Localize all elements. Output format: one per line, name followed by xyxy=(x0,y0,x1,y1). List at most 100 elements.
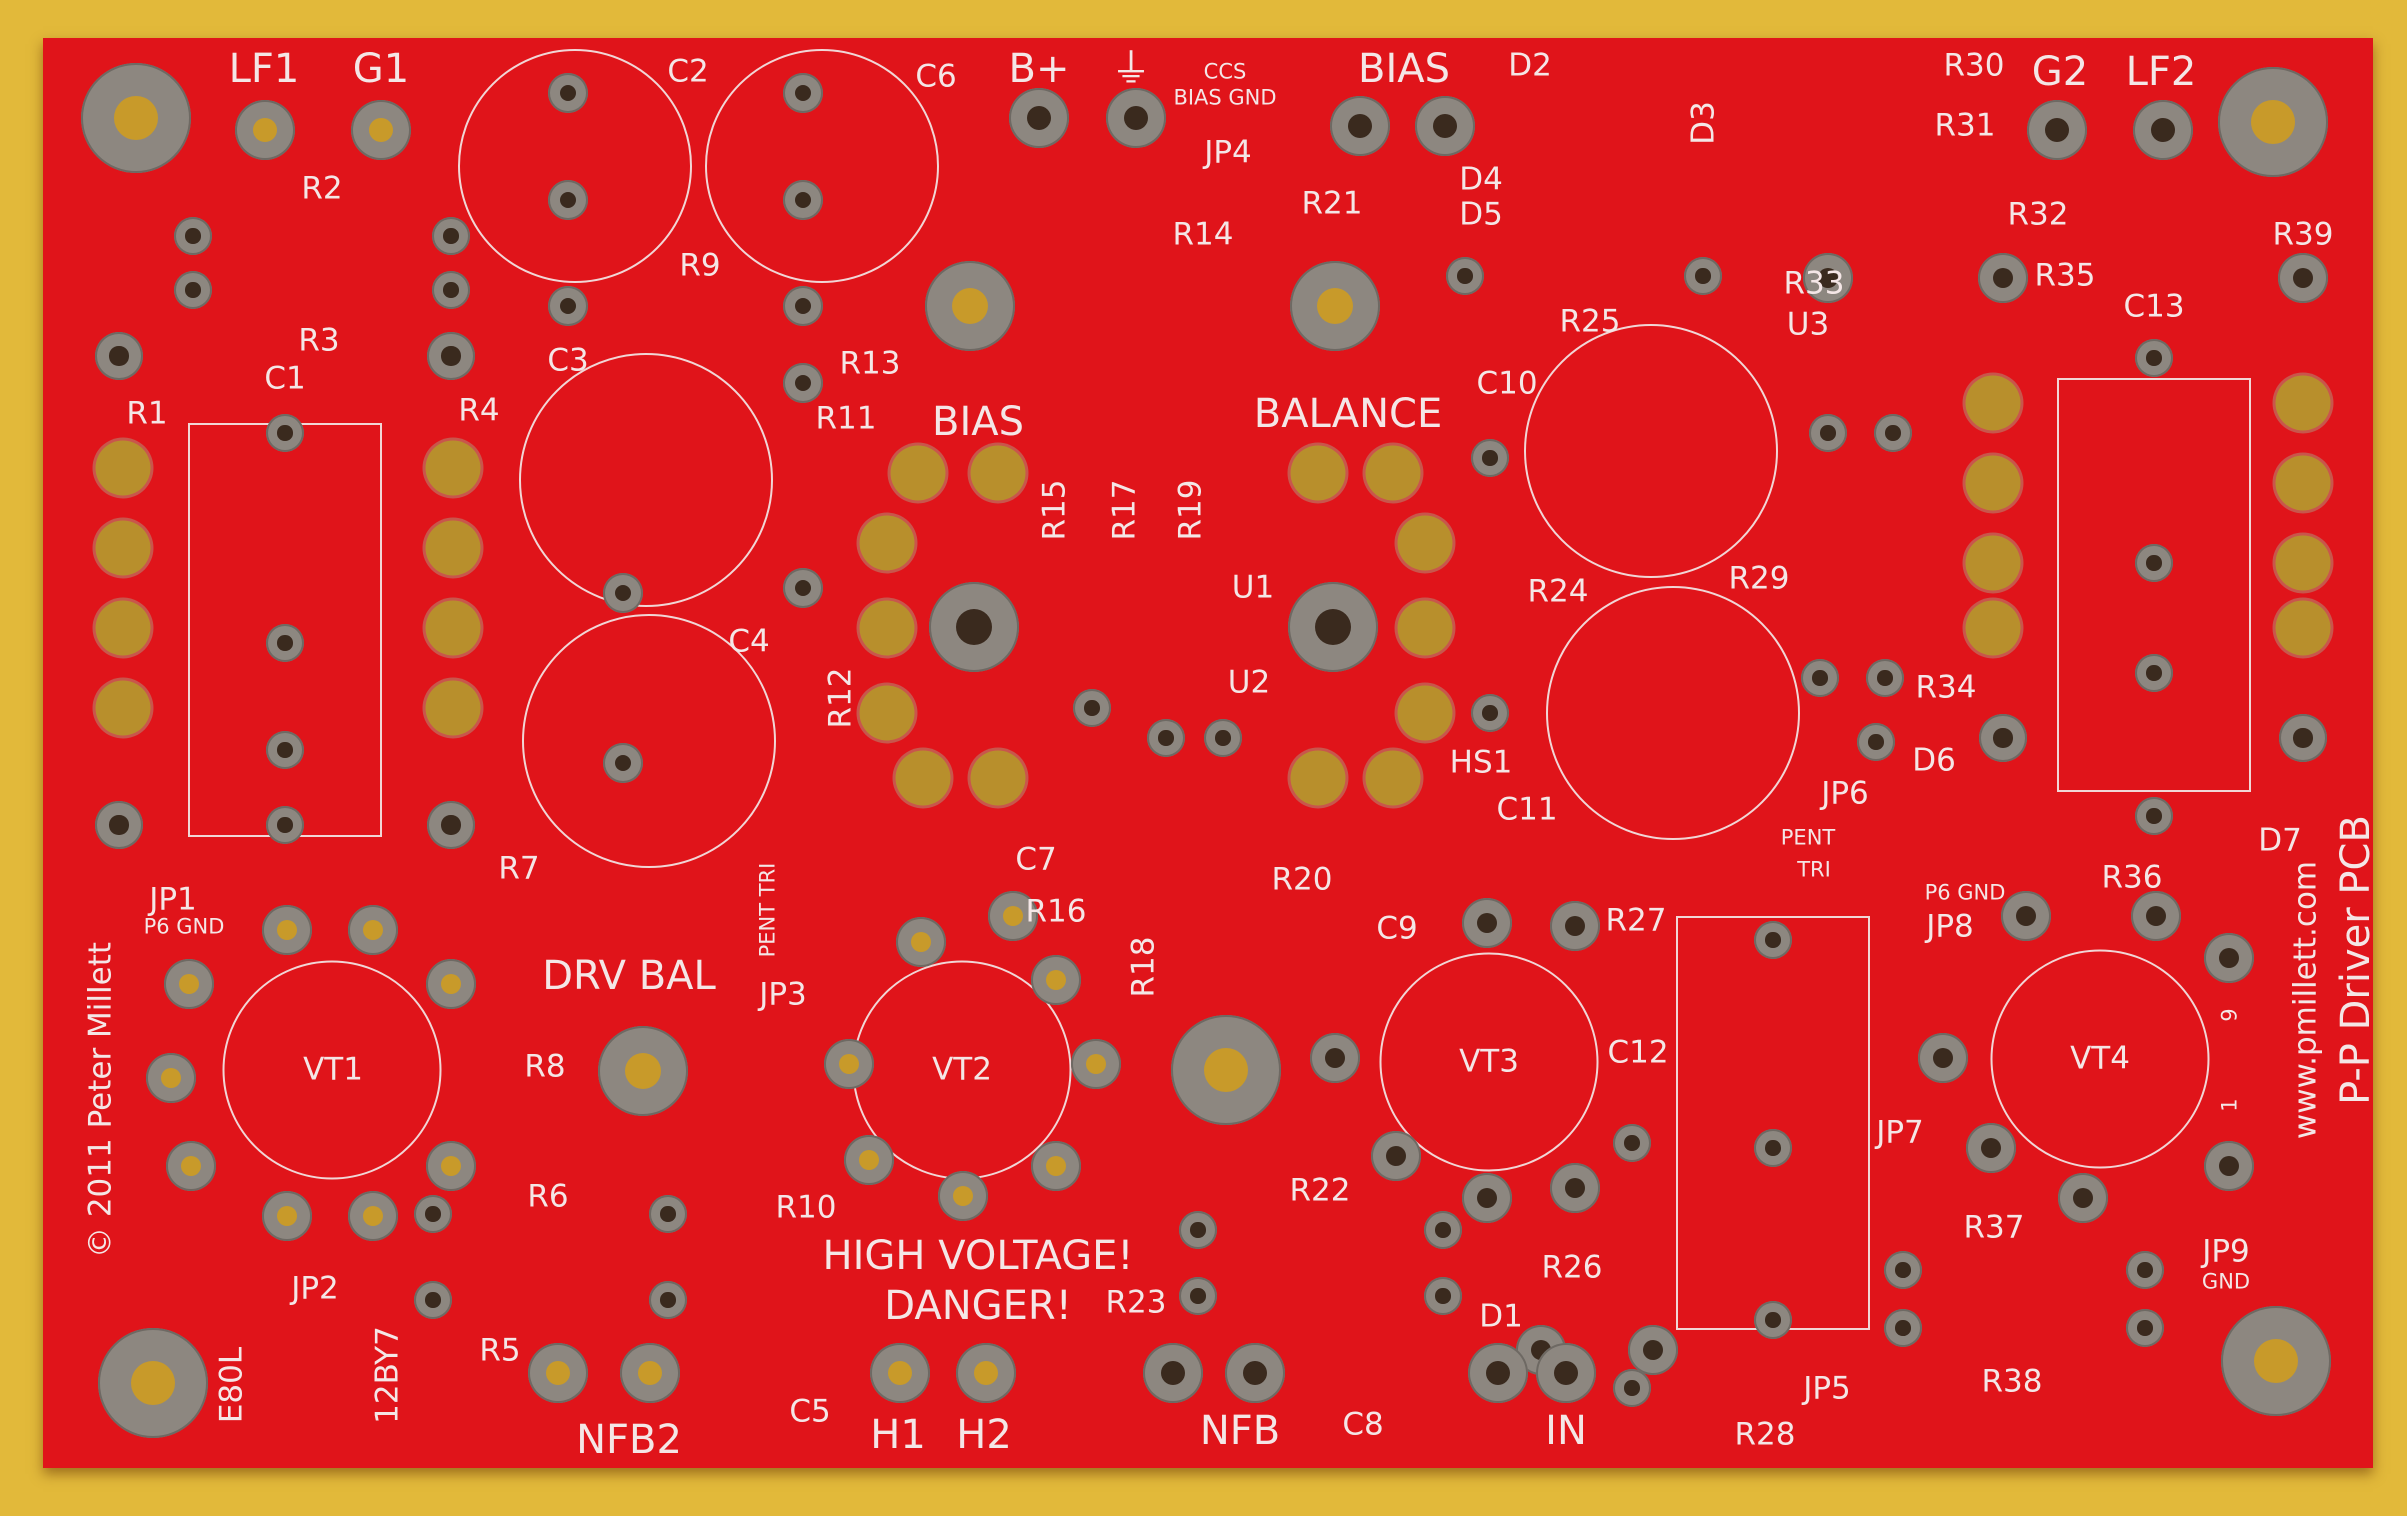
resistor-slot-r35 xyxy=(1965,535,2021,591)
part-label-c8: C8 xyxy=(1342,1406,1384,1443)
part-label-r6: R6 xyxy=(527,1178,569,1215)
heatsink-slot xyxy=(970,445,1026,501)
connector-label-g2: G2 xyxy=(2031,49,2089,95)
resistor-slot-r39 xyxy=(2275,455,2331,511)
connector-label-nfb: NFB xyxy=(1199,1408,1281,1454)
solder-pad xyxy=(1628,1325,1678,1375)
resistor-slot-r4 xyxy=(425,600,481,656)
tube-label-vt1: VT1 xyxy=(303,1051,363,1088)
solder-pad xyxy=(414,1281,452,1319)
solder-pad xyxy=(1073,689,1111,727)
solder-pad xyxy=(174,217,212,255)
solder-pad xyxy=(824,1039,874,1089)
solder-pad xyxy=(426,959,476,1009)
heatsink-slot xyxy=(859,600,915,656)
solder-pad xyxy=(2135,339,2173,377)
capacitor-outline-c13 xyxy=(2057,378,2251,792)
solder-pad xyxy=(427,332,475,380)
solder-pad xyxy=(1468,1343,1528,1403)
capacitor-outline-c4 xyxy=(522,614,776,868)
part-label-r37: R37 xyxy=(1963,1209,2025,1246)
part-label-hs1: HS1 xyxy=(1449,744,1513,781)
resistor-slot-r1 xyxy=(95,440,151,496)
part-label-c5: C5 xyxy=(789,1393,831,1430)
solder-pad xyxy=(1857,723,1895,761)
solder-pad xyxy=(266,414,304,452)
solder-pad xyxy=(432,217,470,255)
solder-pad xyxy=(1179,1211,1217,1249)
part-label-r29: R29 xyxy=(1728,560,1790,597)
solder-pad xyxy=(2133,100,2193,160)
solder-pad xyxy=(1613,1124,1651,1162)
resistor-slot-r4 xyxy=(425,520,481,576)
solder-pad xyxy=(649,1281,687,1319)
solder-pad xyxy=(1310,1033,1360,1083)
part-label-c1: C1 xyxy=(264,360,306,397)
heatsink-slot xyxy=(1290,445,1346,501)
connector-label-nfb2: NFB2 xyxy=(576,1417,682,1463)
part-label-jp3: JP3 xyxy=(759,976,807,1013)
solder-pad xyxy=(956,1343,1016,1403)
mounting-hole xyxy=(2218,67,2328,177)
solder-pad xyxy=(988,891,1038,941)
part-label-r8: R8 xyxy=(524,1048,566,1085)
solder-pad xyxy=(432,271,470,309)
connector-label-in: IN xyxy=(1545,1408,1587,1454)
connector-label-h2: H2 xyxy=(956,1412,1012,1458)
jumper-label-tri: TRI xyxy=(1797,857,1831,882)
part-label-jp6: JP6 xyxy=(1821,775,1869,812)
heatsink-slot xyxy=(859,685,915,741)
part-label-jp4: JP4 xyxy=(1204,134,1252,171)
connector-label-h1: H1 xyxy=(870,1412,926,1458)
solder-pad xyxy=(1031,955,1081,1005)
trimpot-r8 xyxy=(598,1026,688,1116)
solder-pad xyxy=(1979,714,2027,762)
part-label-r24: R24 xyxy=(1527,573,1589,610)
heatsink-slot xyxy=(859,515,915,571)
solder-pad xyxy=(1966,1123,2016,1173)
connector-label-bplus: B+ xyxy=(1008,46,1070,92)
capacitor-outline-c12 xyxy=(1676,916,1870,1330)
solder-pad xyxy=(266,806,304,844)
resistor-slot-r1 xyxy=(95,520,151,576)
tube-outline-vt3 xyxy=(1379,952,1599,1172)
solder-pad xyxy=(414,1195,452,1233)
part-label-r5: R5 xyxy=(479,1332,521,1369)
part-label-r25: R25 xyxy=(1559,303,1621,340)
resistor-slot-r35 xyxy=(1965,375,2021,431)
tube-label-vt3: VT3 xyxy=(1459,1043,1519,1080)
tube-outline-vt1 xyxy=(222,960,442,1180)
solder-pad xyxy=(603,743,643,783)
warning-danger: DANGER! xyxy=(884,1283,1072,1329)
copyright-text: © 2011 Peter Millett xyxy=(82,941,119,1259)
heatsink-slot xyxy=(1290,750,1346,806)
part-label-r23: R23 xyxy=(1105,1284,1167,1321)
solder-pad xyxy=(1147,719,1185,757)
solder-pad xyxy=(870,1343,930,1403)
solder-pad xyxy=(2279,714,2327,762)
part-label-c4: C4 xyxy=(728,623,770,660)
solder-pad xyxy=(1204,719,1242,757)
part-label-r21: R21 xyxy=(1301,185,1363,222)
solder-pad xyxy=(1809,414,1847,452)
resistor-slot-r39 xyxy=(2275,600,2331,656)
part-label-r30: R30 xyxy=(1943,47,2005,84)
part-label-r13: R13 xyxy=(839,345,901,382)
mounting-hole xyxy=(81,63,191,173)
part-label-c9: C9 xyxy=(1376,910,1418,947)
part-label-jp1: JP1 xyxy=(149,881,197,918)
solder-pad xyxy=(1424,1277,1462,1315)
solder-pad xyxy=(1550,901,1600,951)
solder-pad xyxy=(1613,1369,1651,1407)
part-label-r9: R9 xyxy=(679,247,721,284)
heatsink-slot xyxy=(1397,600,1453,656)
solder-pad xyxy=(1446,257,1484,295)
part-label-jp8: JP8 xyxy=(1926,908,1974,945)
part-label-d7: D7 xyxy=(2258,822,2302,859)
solder-pad xyxy=(1462,898,1512,948)
resistor-slot-r35 xyxy=(1965,600,2021,656)
solder-pad xyxy=(1754,921,1792,959)
solder-pad xyxy=(2135,544,2173,582)
resistor-slot-r35 xyxy=(1965,455,2021,511)
part-label-d2: D2 xyxy=(1508,47,1552,84)
